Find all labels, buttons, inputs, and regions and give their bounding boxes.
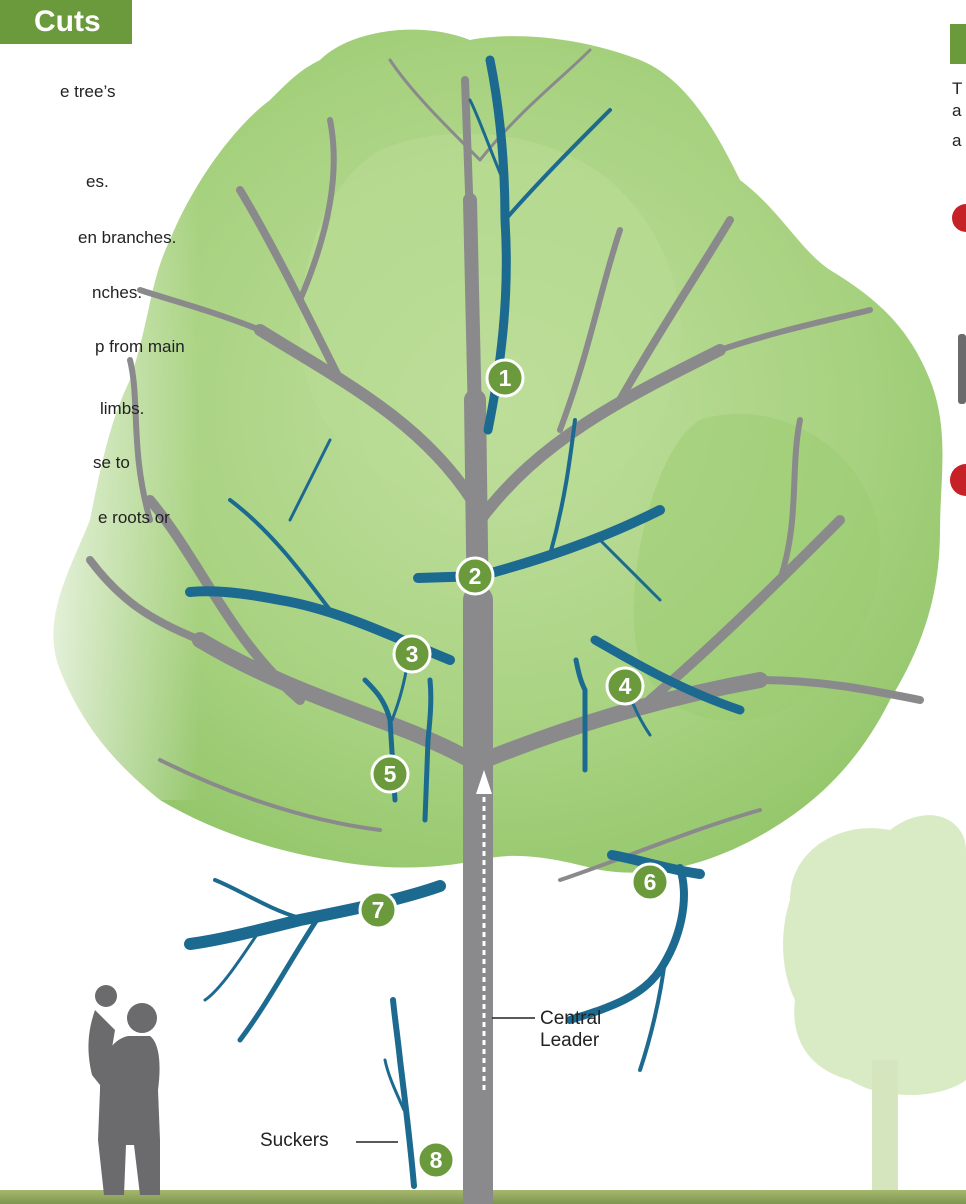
right-text-line-3: a: [952, 130, 961, 152]
marker-1: 1: [487, 360, 523, 396]
marker-3: 3: [394, 636, 430, 672]
left-fade-overlay: [0, 40, 200, 800]
svg-text:5: 5: [384, 761, 397, 787]
svg-text:3: 3: [406, 641, 419, 667]
suckers-label: Suckers: [260, 1130, 329, 1151]
background-tree: [783, 815, 966, 1200]
cut-description-3: en branches.: [78, 228, 176, 248]
suckers-callout: Suckers: [260, 1130, 398, 1151]
marker-2: 2: [457, 558, 493, 594]
svg-text:1: 1: [499, 365, 512, 391]
cut-description-8: e roots or: [98, 508, 170, 528]
svg-text:4: 4: [619, 673, 632, 699]
right-text-line-1: T: [952, 78, 962, 100]
cut-description-5: p from main: [95, 337, 185, 357]
marker-6: 6: [632, 864, 668, 900]
alert-dot-2: [950, 464, 966, 496]
tool-shape: [958, 334, 966, 404]
cut-description-2: es.: [86, 172, 109, 192]
cut-description-4: nches.: [92, 283, 142, 303]
cut-description-6: limbs.: [100, 399, 144, 419]
marker-7: 7: [360, 892, 396, 928]
cut-description-1: e tree’s: [60, 82, 115, 102]
section-title: Cuts: [34, 3, 101, 41]
svg-text:7: 7: [372, 897, 385, 923]
right-section-banner: [950, 24, 966, 64]
marker-8: 8: [418, 1142, 454, 1178]
svg-text:8: 8: [430, 1147, 443, 1173]
svg-text:6: 6: [644, 869, 657, 895]
marker-5: 5: [372, 756, 408, 792]
section-title-banner: Cuts: [0, 0, 132, 44]
svg-text:2: 2: [469, 563, 482, 589]
cut-description-7: se to: [93, 453, 130, 473]
cut-branch-7: [190, 886, 440, 944]
parent-child-silhouette: [88, 985, 160, 1195]
central-leader-label-line1: Central: [540, 1008, 601, 1029]
alert-dot-1: [952, 204, 966, 232]
marker-4: 4: [607, 668, 643, 704]
right-text-line-2: a: [952, 100, 961, 122]
right-alert-markers: [950, 204, 966, 496]
central-leader-label-line2: Leader: [540, 1030, 600, 1051]
